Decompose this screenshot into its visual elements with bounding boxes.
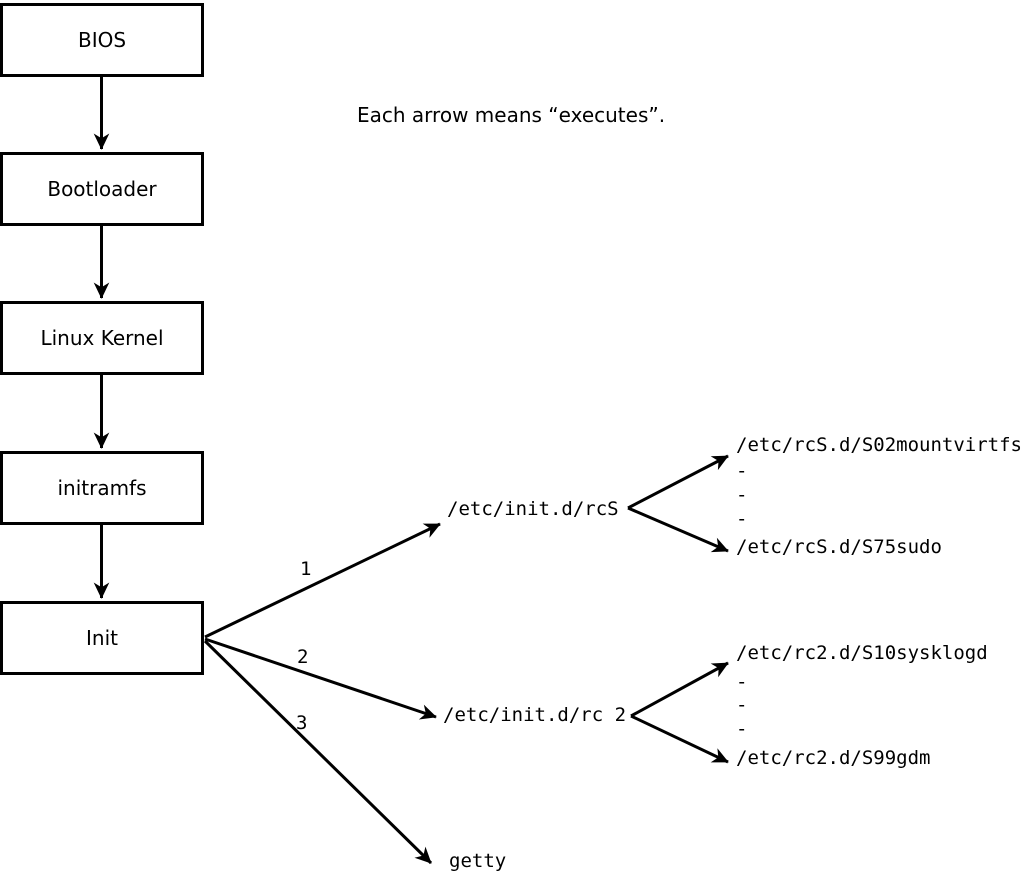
node-bios-label: BIOS (77, 28, 127, 52)
arrow-rc2-to-first-script (630, 661, 729, 718)
rcs-script-s75sudo: /etc/rcS.d/S75sudo (736, 536, 942, 558)
rc2-script-ellipsis-dash: - (736, 718, 748, 740)
arrow-init-to-rcs (204, 522, 441, 639)
note-executes: Each arrow means “executes”. (357, 103, 666, 127)
node-initramfs-label: initramfs (57, 476, 147, 500)
rc2-script-s10sysklogd: /etc/rc2.d/S10sysklogd (736, 642, 988, 664)
target-rc2-label: /etc/init.d/rc 2 (443, 704, 627, 726)
rc2-script-ellipsis-dash: - (736, 694, 748, 716)
node-init: Init (0, 601, 204, 675)
branch-number-1: 1 (300, 558, 312, 580)
node-init-label: Init (86, 626, 118, 650)
node-initramfs: initramfs (0, 451, 204, 525)
branch-number-3: 3 (296, 712, 308, 734)
branch-number-2: 2 (297, 646, 309, 668)
node-linux-kernel-label: Linux Kernel (40, 326, 164, 350)
node-bootloader: Bootloader (0, 152, 204, 226)
arrow-init-to-rc2 (204, 637, 437, 720)
rcs-script-ellipsis-dash: - (736, 484, 748, 506)
node-linux-kernel: Linux Kernel (0, 301, 204, 375)
target-rcs-label: /etc/init.d/rcS (447, 498, 619, 520)
arrow-rcs-to-first-script (627, 454, 729, 510)
node-bios: BIOS (0, 3, 204, 77)
arrow-init-to-getty (203, 639, 433, 865)
rcs-script-s02mountvirtfs: /etc/rcS.d/S02mountvirtfs (736, 434, 1022, 456)
rc2-script-s99gdm: /etc/rc2.d/S99gdm (736, 747, 931, 769)
arrow-rc2-to-last-script (630, 714, 729, 764)
node-bootloader-label: Bootloader (47, 177, 157, 201)
target-getty-label: getty (449, 850, 507, 872)
rc2-script-ellipsis-dash: - (736, 671, 748, 693)
rcs-script-ellipsis-dash: - (736, 508, 748, 530)
rcs-script-ellipsis-dash: - (736, 460, 748, 482)
arrow-rcs-to-last-script (627, 506, 729, 553)
